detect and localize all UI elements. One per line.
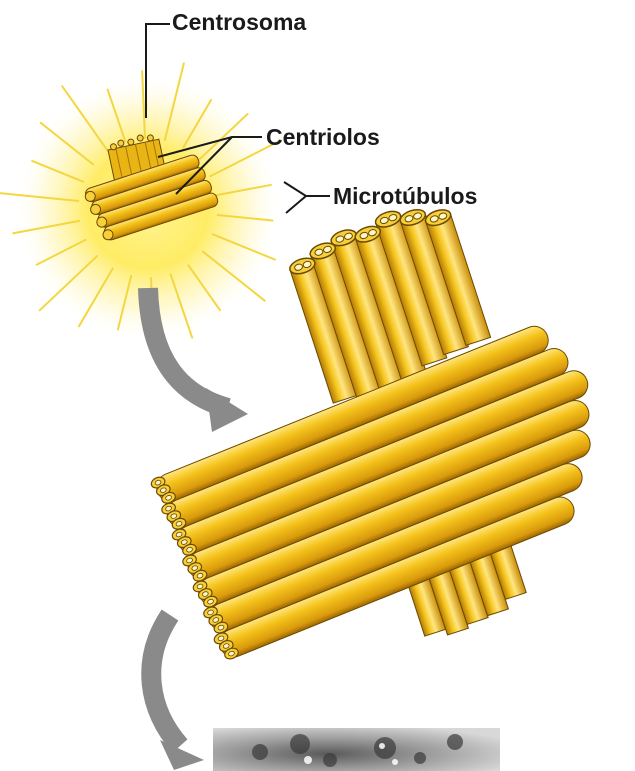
label-microtubulos: Microtúbulos — [333, 185, 477, 208]
leader-microtubulos-b — [286, 196, 306, 213]
micrograph-image — [213, 728, 500, 771]
label-centrosoma: Centrosoma — [172, 11, 306, 34]
label-centriolos: Centriolos — [266, 126, 380, 149]
zoom-arrow-lower — [151, 615, 204, 770]
leader-microtubulos — [284, 182, 330, 196]
